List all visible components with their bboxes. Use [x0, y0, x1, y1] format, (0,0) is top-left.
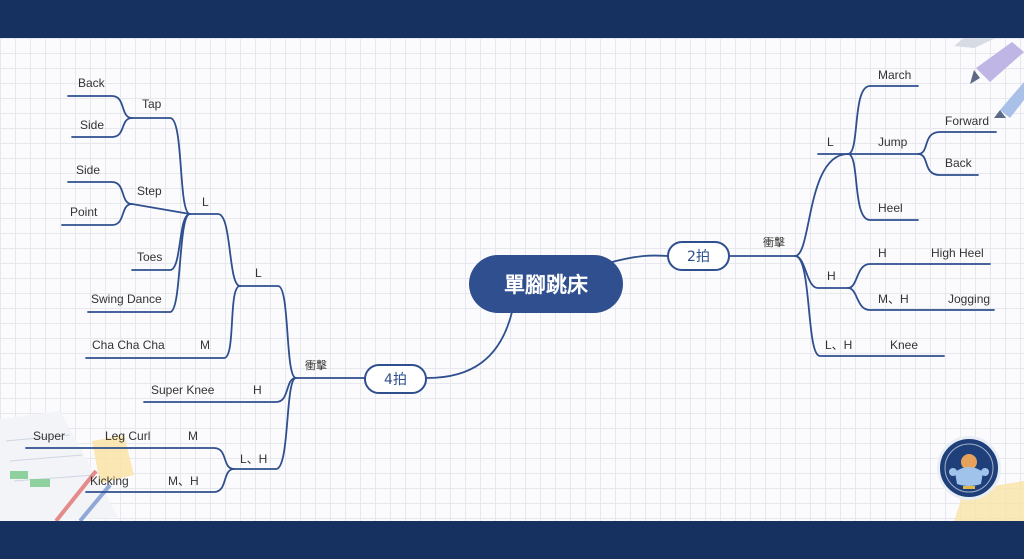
- move-swing-dance[interactable]: Swing Dance: [91, 292, 162, 306]
- move-step[interactable]: Step: [137, 184, 162, 198]
- move-point[interactable]: Point: [70, 205, 98, 219]
- level-kicking: M、H: [168, 474, 199, 488]
- move-back-left[interactable]: Back: [78, 76, 105, 90]
- move-back-right[interactable]: Back: [945, 156, 972, 170]
- move-side-tap[interactable]: Side: [80, 118, 105, 132]
- level-cha-cha-cha: M: [200, 338, 210, 352]
- top-banner: [0, 0, 1024, 38]
- move-kicking[interactable]: Kicking: [90, 474, 129, 488]
- level-super-knee: H: [253, 383, 262, 397]
- move-high-heel[interactable]: High Heel: [931, 246, 984, 260]
- impact-level-lh-left: L、H: [240, 452, 268, 466]
- move-leg-curl[interactable]: Leg Curl: [105, 429, 151, 443]
- root-node[interactable]: 單腳跳床: [469, 255, 623, 313]
- move-super[interactable]: Super: [33, 429, 66, 443]
- impact-level-h: H: [827, 269, 836, 283]
- move-side-step[interactable]: Side: [76, 163, 101, 177]
- level-leg-curl: M: [188, 429, 198, 443]
- gym-mascot-logo-icon: [937, 436, 1001, 500]
- marker-pens-decoration: [954, 38, 1024, 118]
- level-h-highheel: H: [878, 246, 887, 260]
- move-jogging[interactable]: Jogging: [948, 292, 991, 306]
- impact-label-right: 衝擊: [763, 237, 785, 249]
- bottom-banner: [0, 521, 1024, 559]
- impact-label-left: 衝擊: [305, 360, 327, 372]
- move-march[interactable]: March: [878, 68, 912, 82]
- impact-level-lh-right: L、H: [825, 338, 853, 352]
- level-mh-jogging: M、H: [878, 292, 909, 306]
- move-knee[interactable]: Knee: [890, 338, 919, 352]
- beat-node-4[interactable]: 4拍: [364, 364, 427, 394]
- move-super-knee[interactable]: Super Knee: [151, 383, 215, 397]
- move-tap[interactable]: Tap: [142, 97, 162, 111]
- impact-level-l: L: [827, 135, 834, 149]
- move-heel[interactable]: Heel: [878, 201, 903, 215]
- move-toes[interactable]: Toes: [137, 250, 163, 264]
- move-cha-cha-cha[interactable]: Cha Cha Cha: [92, 338, 165, 352]
- move-forward[interactable]: Forward: [945, 114, 990, 128]
- impact-level-l-outer: L: [255, 266, 262, 280]
- impact-level-l-inner: L: [202, 195, 209, 209]
- beat-node-2[interactable]: 2拍: [667, 241, 730, 271]
- move-jump[interactable]: Jump: [878, 135, 908, 149]
- notebook-decoration: [0, 411, 134, 521]
